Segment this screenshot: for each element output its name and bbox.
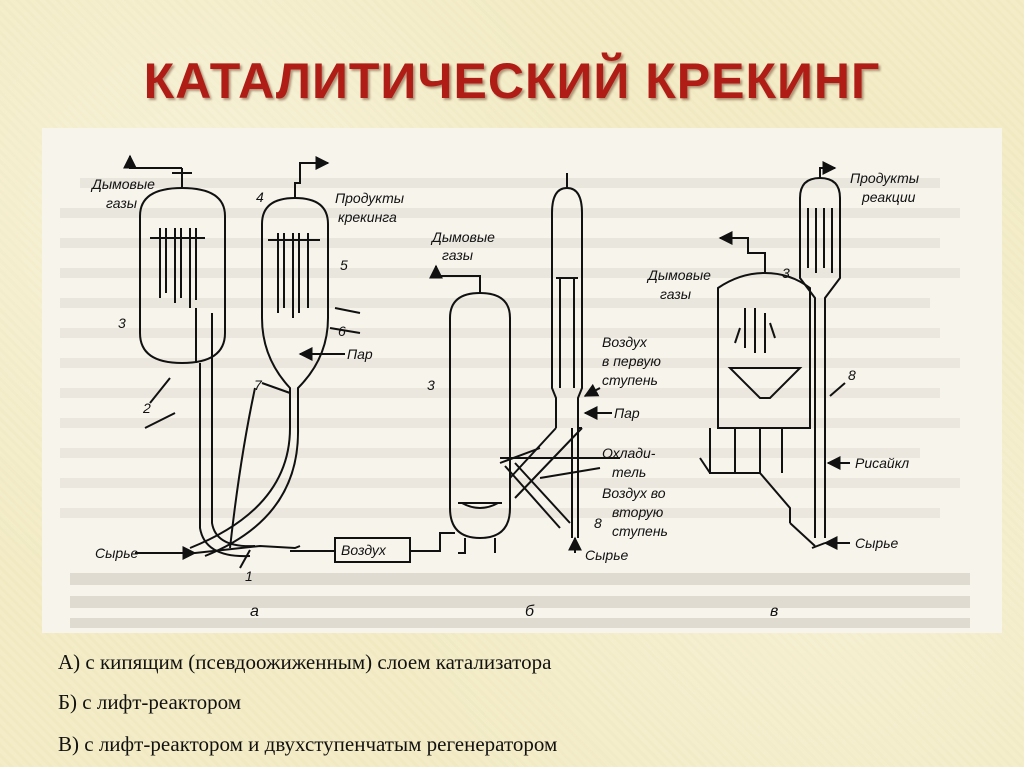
unit-b-air-second-3: ступень xyxy=(612,523,668,539)
caption-b: Б) с лифт-реактором xyxy=(58,690,241,714)
unit-a-reactor xyxy=(261,196,329,428)
unit-b-air-first-2: в первую xyxy=(602,353,661,369)
cracking-units-diagram: Дымовые газы Продукты крекинга Пар Сырье… xyxy=(42,128,1002,633)
unit-b-cooler-1: Охлади- xyxy=(602,445,656,461)
unit-b-feed-label: Сырье xyxy=(585,547,629,563)
unit-a-steam-label: Пар xyxy=(347,346,373,362)
unit-c-flue-gas-label-1: Дымовые xyxy=(646,267,711,283)
unit-a-number-5: 5 xyxy=(340,257,348,273)
unit-b-riser-reactor xyxy=(551,186,583,429)
unit-b-air-second-2: вторую xyxy=(612,504,664,520)
scan-background xyxy=(42,128,1002,633)
unit-a-number-1: 1 xyxy=(245,568,253,584)
unit-b-regenerator xyxy=(449,291,511,540)
unit-b-air-first-3: ступень xyxy=(602,372,658,388)
unit-c xyxy=(699,161,850,550)
unit-a-reactor-cyclones xyxy=(268,233,320,318)
unit-c-products-label-1: Продукты xyxy=(850,170,920,186)
unit-c-products-label-2: реакции xyxy=(861,189,916,205)
unit-a-flue-arrow xyxy=(123,154,182,169)
unit-b-air-first-1: Воздух xyxy=(602,334,648,350)
unit-a-regenerator-cyclones xyxy=(150,228,205,308)
unit-c-number-8: 8 xyxy=(848,367,856,383)
unit-c-recycle-label: Рисайкл xyxy=(855,455,909,471)
unit-a-number-7: 7 xyxy=(254,377,263,393)
unit-c-flue-arrow xyxy=(718,231,766,263)
unit-b-flue-gas-label-2: газы xyxy=(442,247,474,263)
slide-title: КАТАЛИТИЧЕСКИЙ КРЕКИНГ xyxy=(143,53,881,109)
unit-c-feed-label: Сырье xyxy=(855,535,899,551)
unit-b-flue-arrow xyxy=(429,264,481,293)
air-blower-label: Воздух xyxy=(341,542,387,558)
unit-b-air-line xyxy=(410,532,455,552)
unit-a-products-label-2: крекинга xyxy=(338,209,397,225)
unit-a-number-6: 6 xyxy=(338,323,346,339)
unit-a-regenerator xyxy=(139,186,226,365)
unit-b-number-8: 8 xyxy=(594,515,602,531)
unit-c-products-arrow xyxy=(819,161,837,178)
unit-a xyxy=(123,154,455,569)
unit-c-riser-reactor xyxy=(799,176,841,538)
unit-b xyxy=(429,173,620,554)
unit-b-flue-gas-label-1: Дымовые xyxy=(430,229,495,245)
unit-a-number-2: 2 xyxy=(142,400,151,416)
unit-c-letter: в xyxy=(770,603,778,620)
unit-a-number-4: 4 xyxy=(256,189,264,205)
caption-a: А) с кипящим (псевдоожиженным) слоем кат… xyxy=(58,650,552,674)
unit-b-letter: б xyxy=(525,603,535,620)
caption-c: В) с лифт-реактором и двухступенчатым ре… xyxy=(58,732,558,756)
unit-a-products-label-1: Продукты xyxy=(335,190,405,206)
unit-c-flue-gas-label-2: газы xyxy=(660,286,692,302)
unit-b-steam-label: Пар xyxy=(614,405,640,421)
unit-a-products-arrow xyxy=(294,156,330,198)
unit-a-standpipe xyxy=(199,363,251,558)
unit-b-number-3: 3 xyxy=(427,377,435,393)
unit-a-feed-label: Сырье xyxy=(95,545,139,561)
unit-b-air-second-1: Воздух во xyxy=(602,485,666,501)
unit-c-regenerator xyxy=(717,271,811,429)
unit-c-number-3: 3 xyxy=(782,265,790,281)
unit-b-cooler-2: тель xyxy=(612,464,646,480)
unit-a-number-3: 3 xyxy=(118,315,126,331)
unit-a-letter: а xyxy=(250,603,259,620)
unit-a-flue-gas-label-1: Дымовые xyxy=(90,176,155,192)
unit-a-flue-gas-label-2: газы xyxy=(106,195,138,211)
